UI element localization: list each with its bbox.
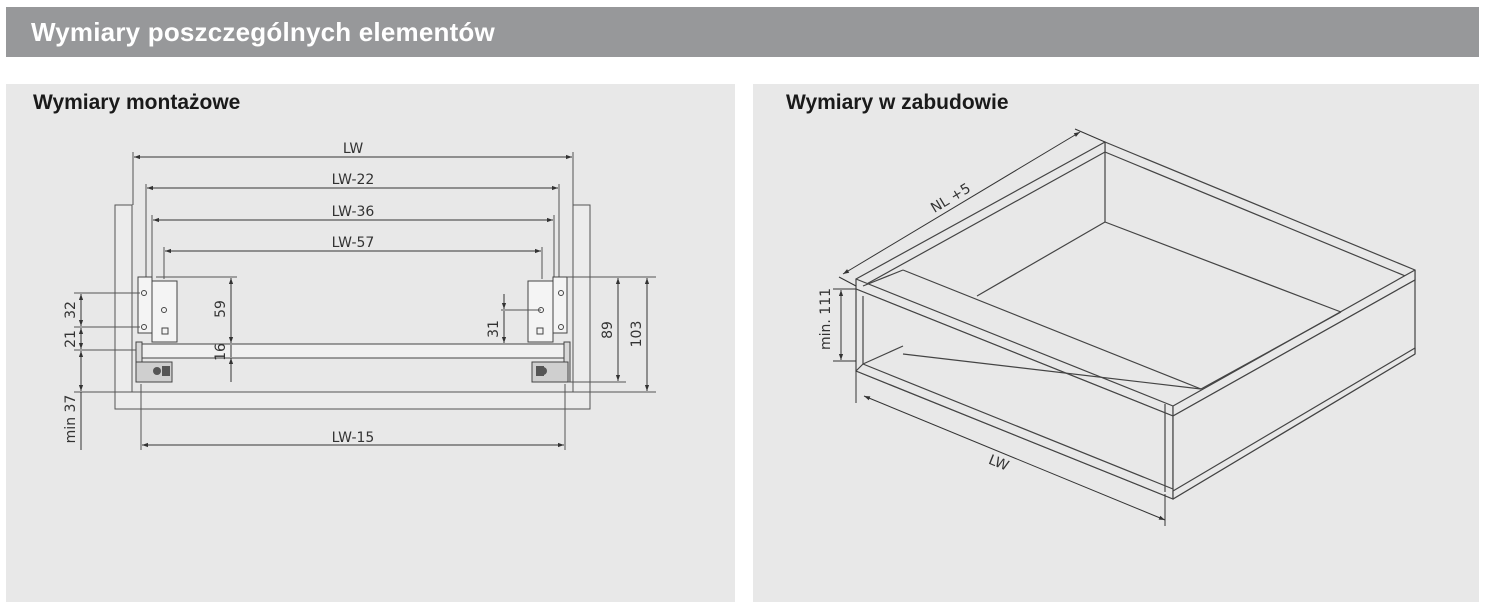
label-min-111: min. 111 xyxy=(818,288,834,350)
label-89: 89 xyxy=(600,321,616,339)
label-min-37: min 37 xyxy=(63,395,79,444)
label-32: 32 xyxy=(63,301,79,319)
header-bar: Wymiary poszczególnych elementów xyxy=(6,7,1479,57)
label-31: 31 xyxy=(486,320,502,338)
header-title: Wymiary poszczególnych elementów xyxy=(31,17,495,47)
mounting-dimensions-drawing: LW LW-22 LW-36 LW-57 LW-15 xyxy=(63,141,656,450)
label-lw-36: LW-36 xyxy=(332,204,375,220)
mounting-panel-title: Wymiary montażowe xyxy=(33,91,241,114)
drawer-isometric-drawing: NL +5 min. 111 LW xyxy=(818,128,1416,526)
label-lw-15: LW-15 xyxy=(332,430,375,446)
label-21: 21 xyxy=(63,330,79,348)
label-59: 59 xyxy=(213,300,229,318)
label-lw: LW xyxy=(343,141,364,157)
installed-panel-title: Wymiary w zabudowie xyxy=(786,91,1009,114)
label-lw-57: LW-57 xyxy=(332,235,375,251)
label-lw-installed: LW xyxy=(986,452,1011,475)
label-lw-22: LW-22 xyxy=(332,172,375,188)
label-16: 16 xyxy=(213,343,229,361)
mounting-dimensions-panel: Wymiary montażowe xyxy=(6,84,735,602)
label-nl-plus-5: NL +5 xyxy=(928,181,973,217)
label-103: 103 xyxy=(629,321,645,348)
installed-dimensions-panel: Wymiary w zabudowie xyxy=(753,84,1479,602)
